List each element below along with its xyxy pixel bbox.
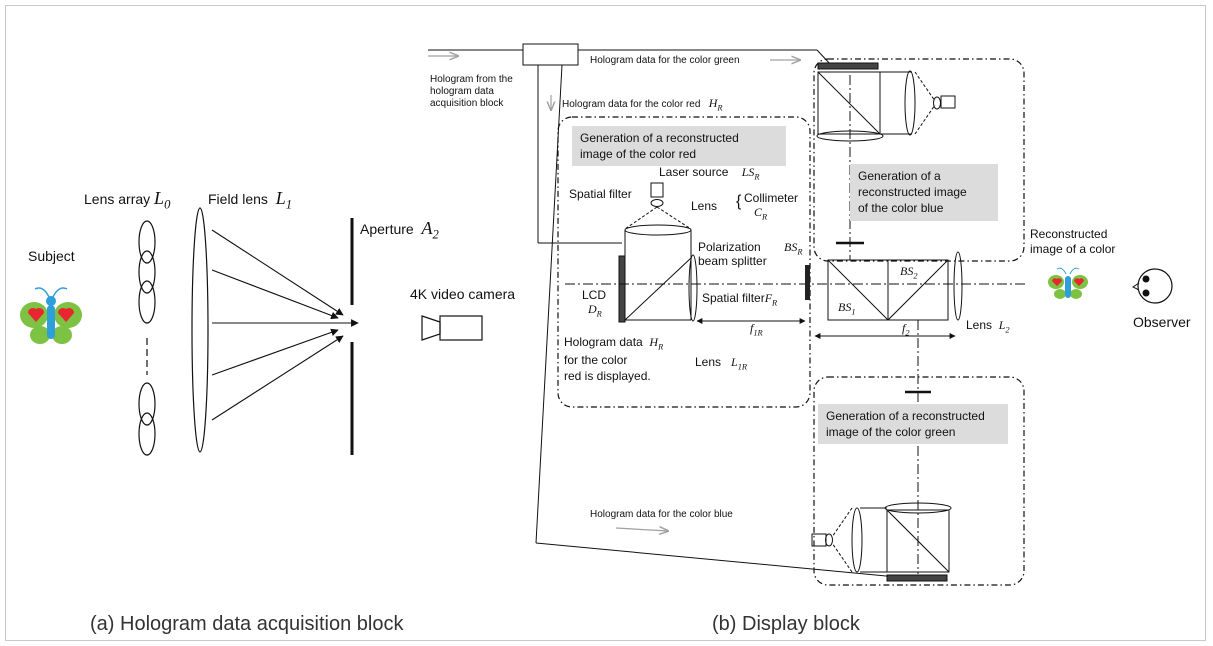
figure-frame <box>5 5 1206 641</box>
collimeter-label: Collimeter <box>744 191 799 205</box>
observer-label: Observer <box>1133 314 1191 330</box>
caption-b: (b) Display block <box>712 613 860 635</box>
reconstructed-butterfly-icon <box>1048 267 1088 299</box>
lens-l2 <box>953 251 963 321</box>
blue-module-box <box>813 58 1025 262</box>
bs1-label: BS1 <box>838 300 856 317</box>
lens-label: Lens <box>691 199 718 213</box>
f1r-label: f1R <box>750 321 763 338</box>
lcd-sym: DR <box>588 302 602 319</box>
pbs-sym: BSR <box>784 240 803 257</box>
blue-optics <box>816 62 956 142</box>
collimeter-bracket: { <box>736 193 742 210</box>
f2-label: f2 <box>902 321 910 338</box>
camera-label: 4K video camera <box>410 286 516 302</box>
laser-source-label: Laser source LSR <box>659 165 760 182</box>
data-green-label: Hologram data for the color green <box>590 55 740 66</box>
data-blue-label: Hologram data for the color blue <box>590 509 733 520</box>
hologram-displayed-label: Hologram data HR for the color red is di… <box>564 335 664 383</box>
observer-face-icon <box>1132 268 1173 304</box>
data-lines <box>428 43 898 578</box>
lens-array-label: Lens array L0 <box>84 188 171 212</box>
collimeter-sym: CR <box>754 205 768 222</box>
spatial-filter-f-label: Spatial filterFR <box>702 291 778 308</box>
spatial-filter-top-label: Spatial filter <box>569 187 632 201</box>
lcd-label: LCD <box>582 288 607 302</box>
green-module-box <box>813 376 1025 586</box>
lens-array <box>138 220 156 456</box>
green-optics <box>811 502 952 582</box>
lens-l2-label: Lens L2 <box>966 318 1010 335</box>
red-optics <box>618 182 698 323</box>
aperture-label: Aperture A2 <box>360 218 439 242</box>
video-camera-icon <box>421 315 483 341</box>
field-lens-label: Field lens L1 <box>208 188 293 212</box>
data-red-label: Hologram data for the color red HR <box>562 96 723 113</box>
subject-label: Subject <box>28 248 75 264</box>
spatial-filter-fr <box>805 265 810 300</box>
field-lens <box>191 207 209 453</box>
bs2-label: BS2 <box>900 264 918 281</box>
caption-a: (a) Hologram data acquisition block <box>90 613 404 635</box>
red-module-box <box>557 116 811 408</box>
lens-l1r-label: Lens L1R <box>695 355 748 372</box>
subject-butterfly-icon <box>20 287 82 344</box>
beam-splitters <box>827 259 949 321</box>
rays <box>211 229 359 421</box>
gray-arrows <box>428 56 800 531</box>
